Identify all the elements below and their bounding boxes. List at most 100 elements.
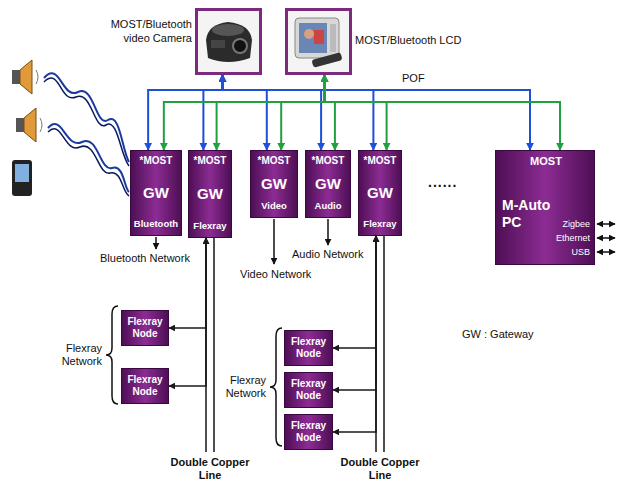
port-name: USB [556,245,590,259]
screen-figure [314,30,324,44]
leader-arrow [273,219,275,264]
gateway-box: *MOST GW Video [250,150,298,218]
lcd-box: MOST/Bluetooth LCD [285,8,352,75]
bracket [270,328,282,446]
label-slot: Double Copper Line [165,456,255,482]
bracket [106,306,118,404]
wireless-wave [48,124,129,192]
gateway-title: GW [315,175,341,193]
leader-arrow [155,237,157,249]
node-name: Flexray Node [287,420,330,444]
pof-link [217,75,325,150]
wireless-wave [44,73,129,162]
camera-lens [233,39,247,53]
port-arrow [597,251,615,253]
flexray-node: Flexray Node [284,414,333,450]
speaker-icon [16,108,42,142]
sound-wave [36,70,38,84]
pof-link [223,75,322,150]
ellipsis: ...... [428,176,457,189]
speaker-back [12,70,20,84]
node-name: Flexray Node [124,316,166,340]
pof-link [325,75,561,150]
pof-link [203,75,222,150]
flexray-node: Flexray Node [284,330,333,366]
camera-picture [198,11,259,72]
label-slot: Flexray Network [216,374,266,400]
port-name: Zigbee [556,217,590,231]
wireless-wave [44,78,129,166]
port-arrow [597,237,615,239]
pc-title: M-Auto PC [502,197,556,231]
gateway-title: GW [367,184,393,202]
gateway-box: *MOSTGWFlexray [188,150,232,238]
phone-body [12,160,32,196]
node-name: Flexray Node [287,336,330,360]
network-name: Bluetooth [134,218,178,230]
label-slot: Audio Network [292,248,364,261]
label: Audio Network [292,248,364,261]
gateway-box: *MOST GW Audio [305,150,351,218]
speaker-cone [24,108,36,142]
leader-arrow [327,219,329,245]
label: Flexray Network [46,342,102,368]
label: Video Network [240,268,311,281]
node-name: Flexray Node [124,374,166,398]
camera-box: MOST/Bluetooth video Camera [195,8,262,75]
most-tag: *MOST [258,155,291,167]
label: GW : Gateway [462,328,534,341]
picture-ground [198,11,259,72]
label-slot: Double Copper Line [335,456,425,482]
device-label: MOST/Bluetooth LCD [355,33,461,47]
pof-link [223,75,374,150]
pof-link [325,75,387,150]
pof-link [164,75,325,150]
speaker-cone [20,60,32,94]
copper-line [383,236,385,452]
remote-control [311,52,342,67]
lcd-body [295,18,339,58]
node-name: Flexray Node [287,378,330,402]
most-tag: *MOST [140,155,173,167]
sound-wave [40,118,42,132]
screen-figure [304,29,314,39]
picture-ground [288,11,349,72]
gateway-box: *MOSTGWFlexray [358,150,402,236]
label-slot: POF [402,72,425,85]
gateway-title: GW [261,175,287,193]
label-slot: Bluetooth Network [100,252,190,265]
label: POF [402,72,425,85]
speaker-icon [12,60,38,94]
label: Flexray Network [216,374,266,400]
pc-box: MOSTM-Auto PCZigbeeEthernetUSB [495,150,595,265]
network-name: Audio [315,200,342,212]
label-slot: Video Network [240,268,311,281]
network-name: Flexray [193,220,226,232]
speaker-back [16,118,24,132]
phone-icon [12,160,32,196]
flexray-node: Flexray Node [121,368,169,404]
most-tag: *MOST [364,155,397,167]
label: Double Copper Line [335,456,425,482]
label: Bluetooth Network [100,252,190,265]
gateway-title: GW [143,184,169,202]
most-tag: MOST [502,155,590,168]
label-slot: ...... [428,176,457,189]
flexray-node: Flexray Node [284,372,333,408]
network-name: Video [261,200,287,212]
most-tag: *MOST [312,155,345,167]
copper-link [169,238,206,328]
label-slot: Flexray Network [46,342,102,368]
wireless-wave [48,129,129,196]
phone-screen [15,164,29,182]
label: Double Copper Line [165,456,255,482]
camera-top [212,24,244,36]
copper-link [333,236,376,432]
camera-body [206,22,252,62]
copper-line [213,238,215,452]
gateway-title: GW [197,185,223,203]
device-label: MOST/Bluetooth video Camera [92,17,192,45]
pof-link [148,75,222,150]
lcd-buttons [330,24,336,52]
